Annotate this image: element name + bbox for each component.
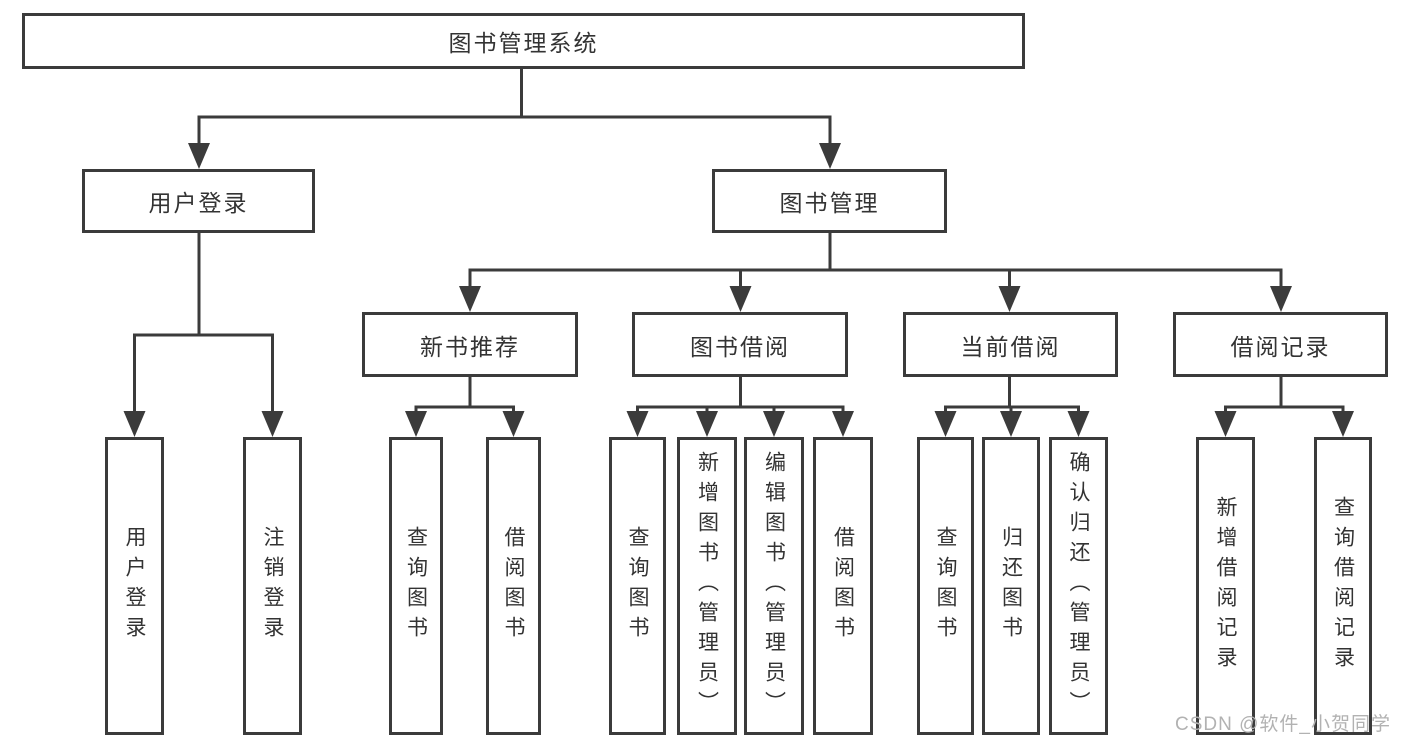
node-leaf-user-login: 用户登录 (105, 437, 164, 735)
node-leaf-return-books-label: 归还图书 (999, 526, 1023, 646)
node-leaf-add-books-admin-label: 新增图书（管理员） (695, 451, 719, 721)
node-leaf-query-borrow-record-label: 查询借阅记录 (1331, 496, 1355, 676)
node-leaf-edit-books-admin: 编辑图书（管理员） (744, 437, 804, 735)
node-book-borrow: 图书借阅 (632, 312, 848, 377)
node-leaf-edit-books-admin-label: 编辑图书（管理员） (762, 451, 786, 721)
node-current-borrow: 当前借阅 (903, 312, 1118, 377)
node-user-login-label: 用户登录 (148, 190, 249, 216)
node-leaf-borrow-books-1: 借阅图书 (486, 437, 541, 735)
node-leaf-query-books-1: 查询图书 (389, 437, 443, 735)
node-leaf-add-books-admin: 新增图书（管理员） (677, 437, 737, 735)
node-leaf-confirm-return-admin: 确认归还（管理员） (1049, 437, 1108, 735)
node-leaf-return-books: 归还图书 (982, 437, 1040, 735)
node-new-book-recommend: 新书推荐 (362, 312, 578, 377)
csdn-watermark: CSDN @软件_小贺同学 (1175, 714, 1391, 735)
node-leaf-logout: 注销登录 (243, 437, 302, 735)
node-book-management: 图书管理 (712, 169, 947, 233)
node-new-book-recommend-label: 新书推荐 (420, 333, 520, 360)
node-borrow-records-label: 借阅记录 (1230, 333, 1331, 360)
node-leaf-logout-label: 注销登录 (261, 526, 284, 646)
node-borrow-records: 借阅记录 (1173, 312, 1388, 377)
node-leaf-query-books-2: 查询图书 (609, 437, 666, 735)
node-leaf-query-books-1-label: 查询图书 (404, 526, 428, 646)
node-leaf-query-books-2-label: 查询图书 (626, 526, 649, 646)
node-leaf-confirm-return-admin-label: 确认归还（管理员） (1067, 451, 1090, 721)
node-current-borrow-label: 当前借阅 (960, 333, 1061, 360)
node-leaf-add-borrow-record: 新增借阅记录 (1196, 437, 1255, 735)
node-leaf-query-borrow-record: 查询借阅记录 (1314, 437, 1372, 735)
node-root-system: 图书管理系统 (22, 13, 1025, 69)
node-leaf-query-books-3: 查询图书 (917, 437, 974, 735)
arrow-down-icons (123, 143, 1354, 437)
node-leaf-borrow-books-1-label: 借阅图书 (502, 526, 525, 646)
node-book-management-label: 图书管理 (779, 190, 880, 216)
node-user-login: 用户登录 (82, 169, 315, 233)
node-root-label: 图书管理系统 (448, 30, 599, 56)
node-leaf-borrow-books-2-label: 借阅图书 (831, 526, 855, 646)
connector-lines (133, 69, 1345, 415)
node-leaf-user-login-label: 用户登录 (123, 526, 146, 646)
node-leaf-query-books-3-label: 查询图书 (934, 526, 957, 646)
node-book-borrow-label: 图书借阅 (690, 333, 790, 360)
node-leaf-add-borrow-record-label: 新增借阅记录 (1214, 496, 1237, 676)
node-leaf-borrow-books-2: 借阅图书 (813, 437, 873, 735)
